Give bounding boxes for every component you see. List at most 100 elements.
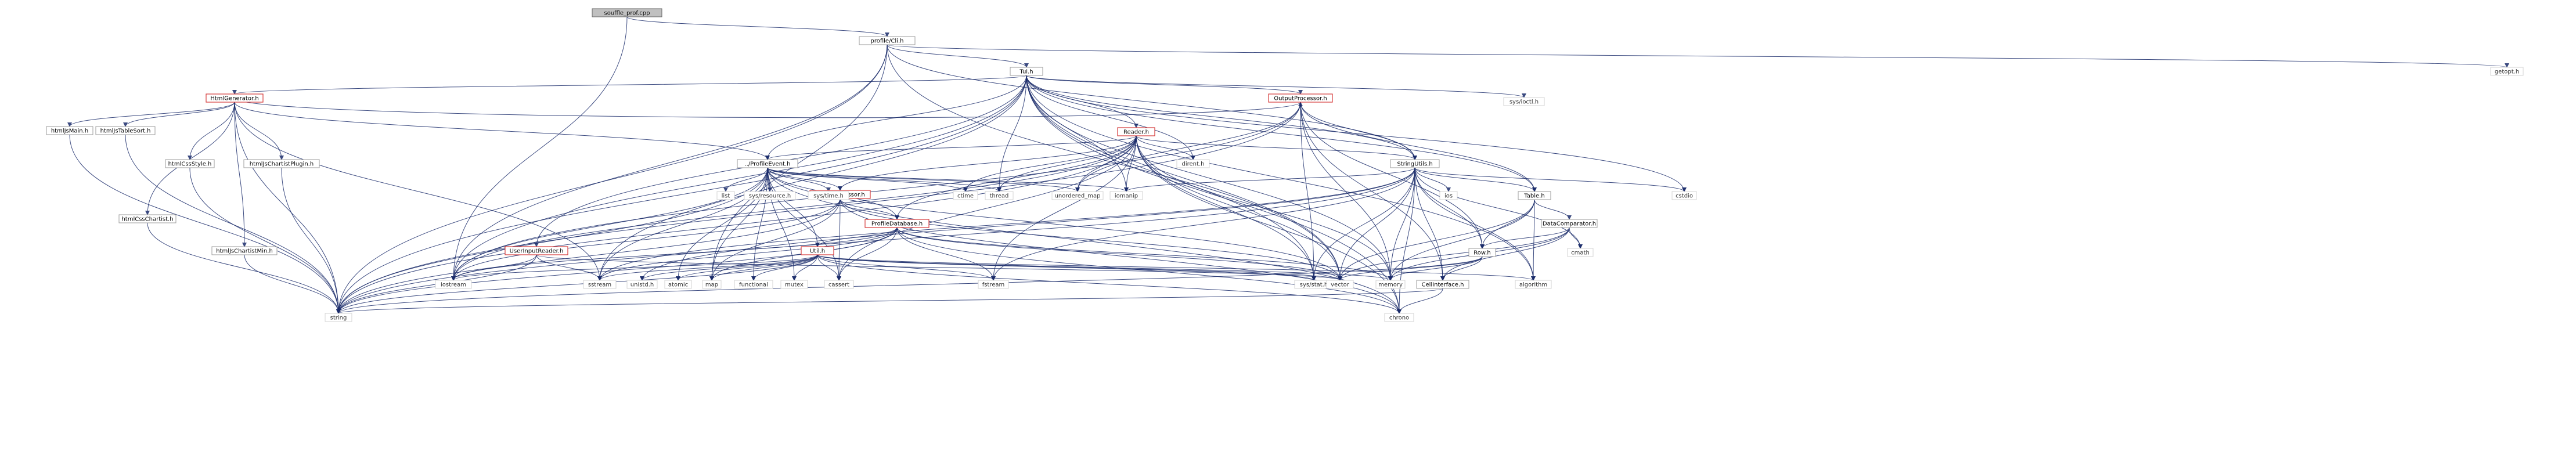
node-atomic[interactable]: atomic <box>664 280 692 289</box>
edge-table-to-vector <box>1338 199 1535 281</box>
edge-profiledb-to-memory <box>896 227 1393 281</box>
edge-reader-to-eventproc <box>838 135 1137 191</box>
node-memory[interactable]: memory <box>1375 280 1406 289</box>
edge-tui-to-thread <box>997 75 1027 192</box>
node-htmljschartistplugin-label: htmlJsChartistPlugin.h <box>250 161 314 168</box>
edge-tui-to-table <box>1026 75 1537 192</box>
edge-userinput-to-sstream <box>536 254 602 281</box>
node-row[interactable]: Row.h <box>1468 248 1496 257</box>
node-root[interactable]: souffle_prof.cpp <box>592 8 662 17</box>
node-functional-label: functional <box>739 282 768 288</box>
edge-stringutils-to-iomanip <box>1124 167 1415 192</box>
node-fstream[interactable]: fstream <box>978 280 1009 289</box>
node-atomic-box <box>664 280 692 289</box>
node-cstdio[interactable]: cstdio <box>1671 191 1697 200</box>
node-htmljstablesort[interactable]: htmlJsTableSort.h <box>95 126 156 135</box>
node-sysresource-label: sys/resource.h <box>749 193 791 200</box>
edge-eventproc-to-map <box>709 198 841 281</box>
edge-htmlgen-to-htmljschartistplugin <box>234 102 284 160</box>
node-sysresource-box <box>744 191 796 200</box>
edge-reader-to-sysstat <box>1136 135 1316 281</box>
node-sysresource[interactable]: sys/resource.h <box>744 191 796 200</box>
node-ios[interactable]: ios <box>1439 191 1458 200</box>
edge-reader-to-memory <box>1136 135 1393 281</box>
node-list[interactable]: list <box>716 191 735 200</box>
edge-profiledb-to-cassert <box>837 227 898 281</box>
node-unistd-label: unistd.h <box>631 282 654 288</box>
node-stringutils[interactable]: StringUtils.h <box>1390 159 1440 168</box>
edge-reader-to-profileevent <box>765 135 1137 160</box>
node-htmlgen[interactable]: HtmlGenerator.h <box>206 93 264 103</box>
node-thread[interactable]: thread <box>985 191 1014 200</box>
edge-table-to-algorithm <box>1531 199 1536 281</box>
edge-htmlgen-to-htmljstablesort <box>123 102 235 127</box>
edge-reader-to-iostream <box>451 135 1137 281</box>
node-reader[interactable]: Reader.h <box>1117 127 1155 136</box>
edge-util-to-unistd <box>640 254 818 281</box>
node-mutex-label: mutex <box>785 282 804 288</box>
node-dirent[interactable]: dirent.h <box>1176 159 1210 168</box>
node-getopt-box <box>2490 67 2524 76</box>
node-map[interactable]: map <box>702 280 722 289</box>
edge-util-to-sysstat <box>817 254 1316 281</box>
edge-outproc-to-table <box>1300 102 1537 192</box>
node-table[interactable]: Table.h <box>1518 191 1551 200</box>
node-util[interactable]: Util.h <box>801 246 834 255</box>
node-functional[interactable]: functional <box>734 280 773 289</box>
edge-tui-to-sstream <box>597 75 1027 281</box>
node-list-label: list <box>722 193 730 200</box>
node-vector[interactable]: vector <box>1326 280 1354 289</box>
node-cellinterface[interactable]: CellInterface.h <box>1416 280 1469 289</box>
node-iostream[interactable]: iostream <box>435 280 472 289</box>
edge-htmljsmain-to-string <box>69 134 341 314</box>
node-mutex-box <box>780 280 808 289</box>
node-memory-box <box>1375 280 1406 289</box>
node-htmljsmain[interactable]: htmlJsMain.h <box>46 126 93 135</box>
edge-stringutils-to-vector <box>1338 167 1415 281</box>
node-outproc[interactable]: OutputProcessor.h <box>1268 93 1333 103</box>
node-getopt[interactable]: getopt.h <box>2490 67 2524 76</box>
edge-tui-to-chrono <box>1026 75 1402 314</box>
node-systime-box <box>808 191 849 200</box>
node-datacomp[interactable]: DataComparator.h <box>1541 219 1598 228</box>
node-chrono[interactable]: chrono <box>1384 313 1414 322</box>
node-fstream-box <box>978 280 1009 289</box>
node-htmljschartistmin[interactable]: htmlJsChartistMin.h <box>211 246 278 255</box>
node-systime[interactable]: sys/time.h <box>808 191 849 200</box>
node-util-label: Util.h <box>810 248 825 255</box>
node-unorderedmap[interactable]: unordered_map <box>1051 191 1104 200</box>
node-mutex[interactable]: mutex <box>780 280 808 289</box>
node-cli[interactable]: profile/Cli.h <box>859 36 916 45</box>
edge-outproc-to-iostream <box>451 102 1301 281</box>
node-profileevent[interactable]: ../ProfileEvent.h <box>737 159 798 168</box>
node-profiledb[interactable]: ProfileDatabase.h <box>864 219 929 228</box>
node-htmlcssstyle[interactable]: htmlCssStyle.h <box>165 159 215 168</box>
node-userinput[interactable]: UserInputReader.h <box>505 246 568 255</box>
node-ioctl[interactable]: sys/ioctl.h <box>1503 97 1545 106</box>
edge-datacomp-to-cmath <box>1569 227 1583 249</box>
edge-datacomp-to-vector <box>1338 227 1570 281</box>
node-ctime[interactable]: ctime <box>953 191 978 200</box>
node-htmljschartistplugin[interactable]: htmlJsChartistPlugin.h <box>243 159 320 168</box>
node-cmath[interactable]: cmath <box>1567 248 1594 257</box>
node-htmljsmain-box <box>46 126 93 135</box>
edge-stringutils-to-algorithm <box>1414 167 1536 281</box>
node-reader-label: Reader.h <box>1123 129 1149 136</box>
node-profileevent-label: ../ProfileEvent.h <box>745 161 791 168</box>
edge-reader-to-stringutils <box>1136 135 1417 160</box>
edge-reader-to-vector <box>1136 135 1342 281</box>
node-cli-box <box>859 36 916 45</box>
node-row-label: Row.h <box>1473 250 1490 257</box>
edge-profileevent-to-list <box>723 167 768 192</box>
node-cassert[interactable]: cassert <box>824 280 854 289</box>
node-htmlcsschartist[interactable]: htmlCssChartist.h <box>118 214 176 223</box>
node-algorithm[interactable]: algorithm <box>1515 280 1552 289</box>
node-tui[interactable]: Tui.h <box>1010 67 1043 76</box>
node-unistd[interactable]: unistd.h <box>626 280 658 289</box>
node-string[interactable]: string <box>325 313 352 322</box>
edge-stringutils-to-cmath <box>1414 167 1583 249</box>
edge-cli-to-stringutils <box>887 44 1417 160</box>
node-iomanip[interactable]: iomanip <box>1109 191 1143 200</box>
node-sstream[interactable]: sstream <box>583 280 617 289</box>
